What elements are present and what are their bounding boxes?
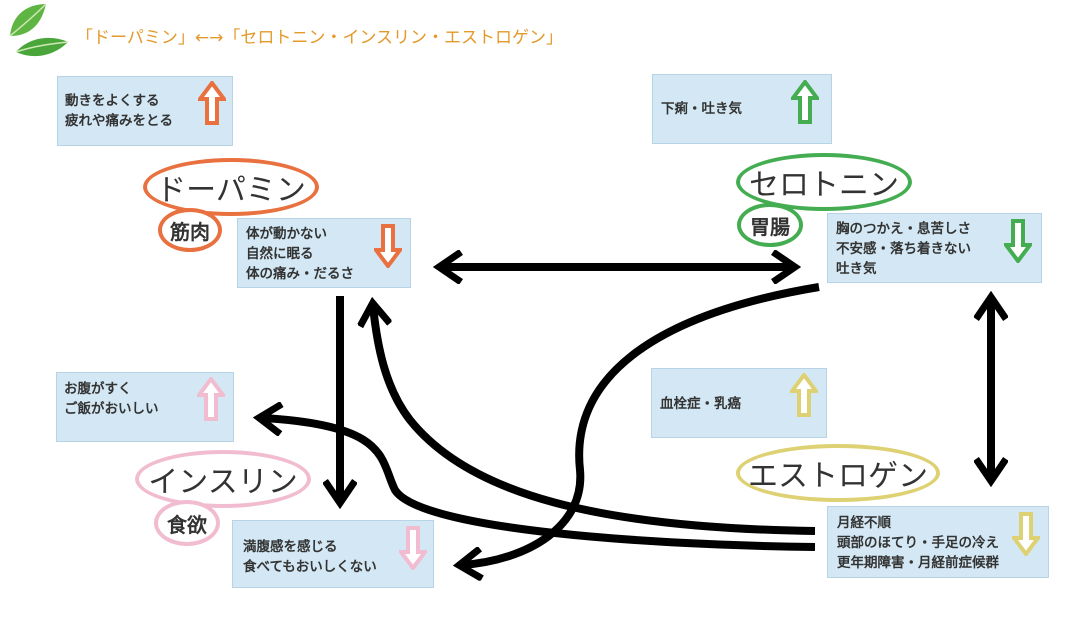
dopamine-decrease-box: 体が動かない 自然に眠る 体の痛み・だるさ xyxy=(237,218,411,288)
up-arrow-icon xyxy=(197,377,225,421)
box-text: 胸のつかえ・息苦しさ 不安感・落ち着きない 吐き気 xyxy=(836,219,971,279)
box-text: 血栓症・乳癌 xyxy=(660,394,741,414)
down-arrow-icon xyxy=(1012,512,1040,556)
serotonin-label: セロトニン xyxy=(736,153,912,211)
box-line: 自然に眠る xyxy=(246,246,314,262)
insulin-decrease-box: 満腹感を感じる 食べてもおいしくない xyxy=(232,520,434,588)
down-arrow-icon xyxy=(374,224,402,268)
box-line: 体の痛み・だるさ xyxy=(246,266,354,282)
box-line: ご飯がおいしい xyxy=(64,401,159,417)
insulin-increase-box: お腹がすく ご飯がおいしい xyxy=(56,372,234,442)
estrogen-label: エストロゲン xyxy=(736,444,940,502)
page-title: 「ドーパミン」←→「セロトニン・インスリン・エストロゲン」 xyxy=(76,28,563,48)
box-line: 月経不順 xyxy=(837,515,891,531)
arrow-serotonin-to-insulin xyxy=(462,283,820,565)
box-line: 体が動かない xyxy=(246,226,327,242)
serotonin-decrease-box: 胸のつかえ・息苦しさ 不安感・落ち着きない 吐き気 xyxy=(827,213,1042,283)
box-line: 満腹感を感じる xyxy=(243,539,338,555)
box-line: 更年期障害・月経前症候群 xyxy=(837,555,999,571)
appetite-label: 食欲 xyxy=(154,500,220,546)
box-line: 不安感・落ち着きない xyxy=(836,241,971,257)
box-line: 血栓症・乳癌 xyxy=(660,396,741,412)
serotonin-increase-box: 下痢・吐き気 xyxy=(652,74,832,144)
estrogen-increase-box: 血栓症・乳癌 xyxy=(651,368,827,438)
down-arrow-icon xyxy=(1004,219,1032,263)
estrogen-decrease-box: 月経不順 頭部のほてり・手足の冷え 更年期障害・月経前症候群 xyxy=(827,506,1049,578)
box-text: 体が動かない 自然に眠る 体の痛み・だるさ xyxy=(246,224,354,284)
box-text: 満腹感を感じる 食べてもおいしくない xyxy=(243,537,377,577)
box-line: 頭部のほてり・手足の冷え xyxy=(837,535,999,551)
box-line: 食べてもおいしくない xyxy=(243,559,377,575)
muscle-label: 筋肉 xyxy=(158,208,222,252)
box-line: 胸のつかえ・息苦しさ xyxy=(836,221,971,237)
box-text: お腹がすく ご飯がおいしい xyxy=(64,379,159,419)
stomach-intestine-label: 胃腸 xyxy=(737,203,803,247)
box-line: 吐き気 xyxy=(836,261,877,277)
insulin-label: インスリン xyxy=(135,450,311,508)
up-arrow-icon xyxy=(790,373,818,417)
up-arrow-icon xyxy=(791,80,819,124)
box-text: 下痢・吐き気 xyxy=(661,99,742,119)
up-arrow-icon xyxy=(198,81,226,125)
dopamine-increase-box: 動きをよくする 疲れや痛みをとる xyxy=(57,76,233,146)
box-line: お腹がすく xyxy=(64,381,132,397)
arrow-estrogen-to-dopamine xyxy=(373,306,816,535)
box-text: 動きをよくする 疲れや痛みをとる xyxy=(65,91,173,131)
dopamine-label: ドーパミン xyxy=(143,158,319,216)
box-text: 月経不順 頭部のほてり・手足の冷え 更年期障害・月経前症候群 xyxy=(837,513,999,573)
arrow-estrogen-to-insulin xyxy=(262,418,816,551)
box-line: 疲れや痛みをとる xyxy=(65,113,173,129)
down-arrow-icon xyxy=(399,526,427,570)
box-line: 下痢・吐き気 xyxy=(661,101,742,117)
box-line: 動きをよくする xyxy=(65,93,160,109)
green-leaves-icon xyxy=(9,3,69,57)
